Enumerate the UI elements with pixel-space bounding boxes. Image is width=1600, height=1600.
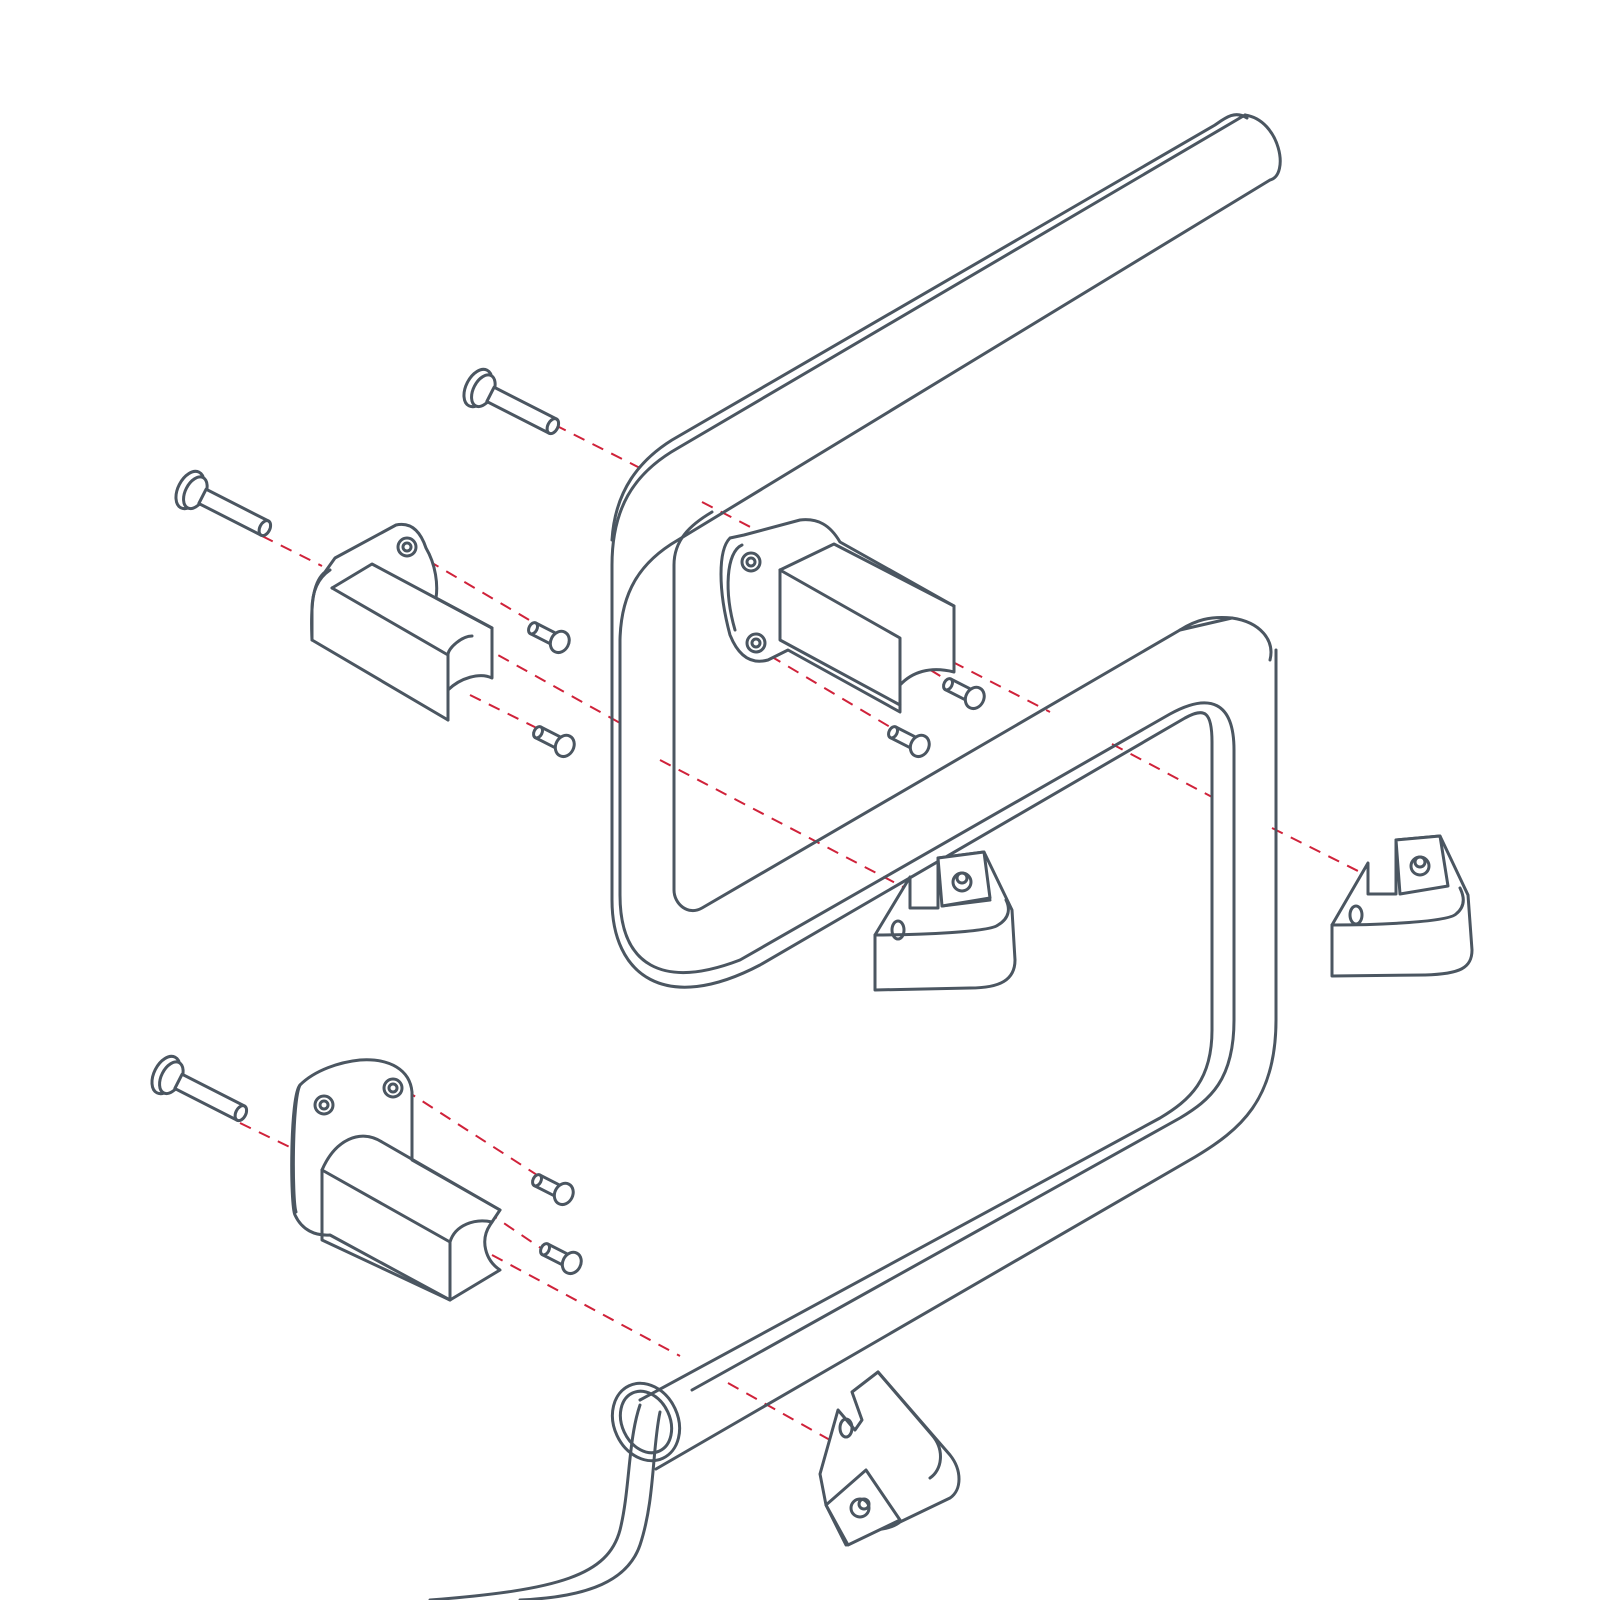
bracket-plate	[719, 518, 956, 714]
short-screw	[531, 1173, 575, 1207]
screw-end	[942, 677, 955, 692]
screw-head	[553, 733, 576, 759]
guide-line	[1111, 743, 1213, 798]
tube-bottom-run	[638, 1028, 1214, 1402]
clip-tab	[1394, 834, 1450, 896]
tube-outer-edge	[618, 113, 1282, 1392]
end-cap-clip	[873, 850, 1017, 992]
bracket-body-top	[320, 1134, 502, 1212]
cable-edge	[518, 1410, 662, 1600]
clip-fold	[873, 898, 1010, 937]
bracket-hole-inner	[387, 1082, 399, 1094]
end-cap-clip	[818, 1370, 961, 1547]
bracket-hole-inner	[318, 1099, 330, 1111]
clip-tab	[936, 850, 992, 908]
tube-open-end-inner	[618, 1389, 674, 1455]
clip-stud-inner	[1413, 855, 1427, 869]
clip-hole	[838, 1417, 854, 1439]
clip-fold	[876, 1370, 942, 1480]
bracket-curve	[448, 1219, 494, 1244]
short-screw	[942, 677, 986, 711]
screw-head	[908, 733, 931, 759]
clip-stud-inner	[955, 871, 969, 885]
bolt-tip	[233, 1104, 249, 1123]
screw-head	[560, 1250, 583, 1276]
short-screw	[527, 621, 571, 655]
screw-end	[527, 621, 540, 636]
bracket-body-top	[778, 542, 956, 608]
bracket-body-top	[330, 562, 494, 630]
screw-end	[539, 1242, 552, 1257]
clip-stud-inner	[857, 1497, 871, 1511]
tube	[610, 113, 1282, 1471]
mounting-bracket	[310, 522, 494, 722]
guide-line	[479, 644, 621, 724]
end-cap-clip	[1330, 834, 1474, 978]
bracket-hole-inner	[750, 637, 762, 649]
screw-end	[532, 725, 545, 740]
guide-line	[1271, 827, 1361, 873]
guide-line	[261, 535, 323, 567]
bracket-body-inner	[778, 568, 902, 707]
clip-hole	[1348, 904, 1364, 926]
guide-line	[701, 501, 761, 533]
bracket-hole-inner	[745, 556, 757, 568]
clip-fold	[1330, 886, 1465, 927]
bracket-rim	[726, 543, 744, 632]
bracket-hole	[313, 1094, 335, 1116]
tube-open-end	[610, 1381, 682, 1463]
bracket-hole	[745, 632, 767, 654]
guide-line	[239, 1122, 301, 1153]
bracket-body-face	[320, 1168, 452, 1302]
guide-line	[659, 759, 906, 889]
tube-inner-edge	[610, 113, 1247, 1032]
bracket-hole-inner	[401, 541, 413, 553]
tube-bottom-edge	[654, 648, 1278, 1471]
cable-edge	[428, 1403, 642, 1600]
guide-line	[491, 1254, 681, 1357]
guide-line	[751, 644, 913, 741]
mounting-bracket	[719, 518, 956, 714]
screw-end	[531, 1173, 544, 1188]
bracket-body-face	[778, 568, 902, 707]
long-bolt	[462, 367, 561, 436]
screw-head	[552, 1181, 575, 1207]
mounting-bracket	[290, 1058, 502, 1302]
long-bolt	[174, 469, 273, 538]
bolt-tip	[545, 417, 561, 436]
short-screw	[532, 725, 576, 759]
bracket-rim	[310, 568, 332, 642]
guide-line	[409, 549, 561, 639]
tube-top-edge	[1178, 616, 1234, 632]
guide-line	[727, 1382, 831, 1441]
clip-hole	[890, 919, 906, 941]
screw-head	[963, 685, 986, 711]
bracket-hole	[382, 1077, 404, 1099]
short-screw	[539, 1242, 583, 1276]
long-bolt	[150, 1054, 249, 1123]
guide-line	[554, 424, 641, 469]
tube-lower-leg	[672, 510, 1273, 913]
bolt-tip	[257, 519, 273, 538]
bracket-rim	[291, 1083, 302, 1214]
tube-near-edge	[610, 113, 1249, 542]
bracket-hole	[740, 551, 762, 573]
screw-end	[887, 725, 900, 740]
short-screw	[887, 725, 931, 759]
cable	[428, 1403, 662, 1600]
screw-head	[548, 629, 571, 655]
bracket-hole	[396, 536, 418, 558]
